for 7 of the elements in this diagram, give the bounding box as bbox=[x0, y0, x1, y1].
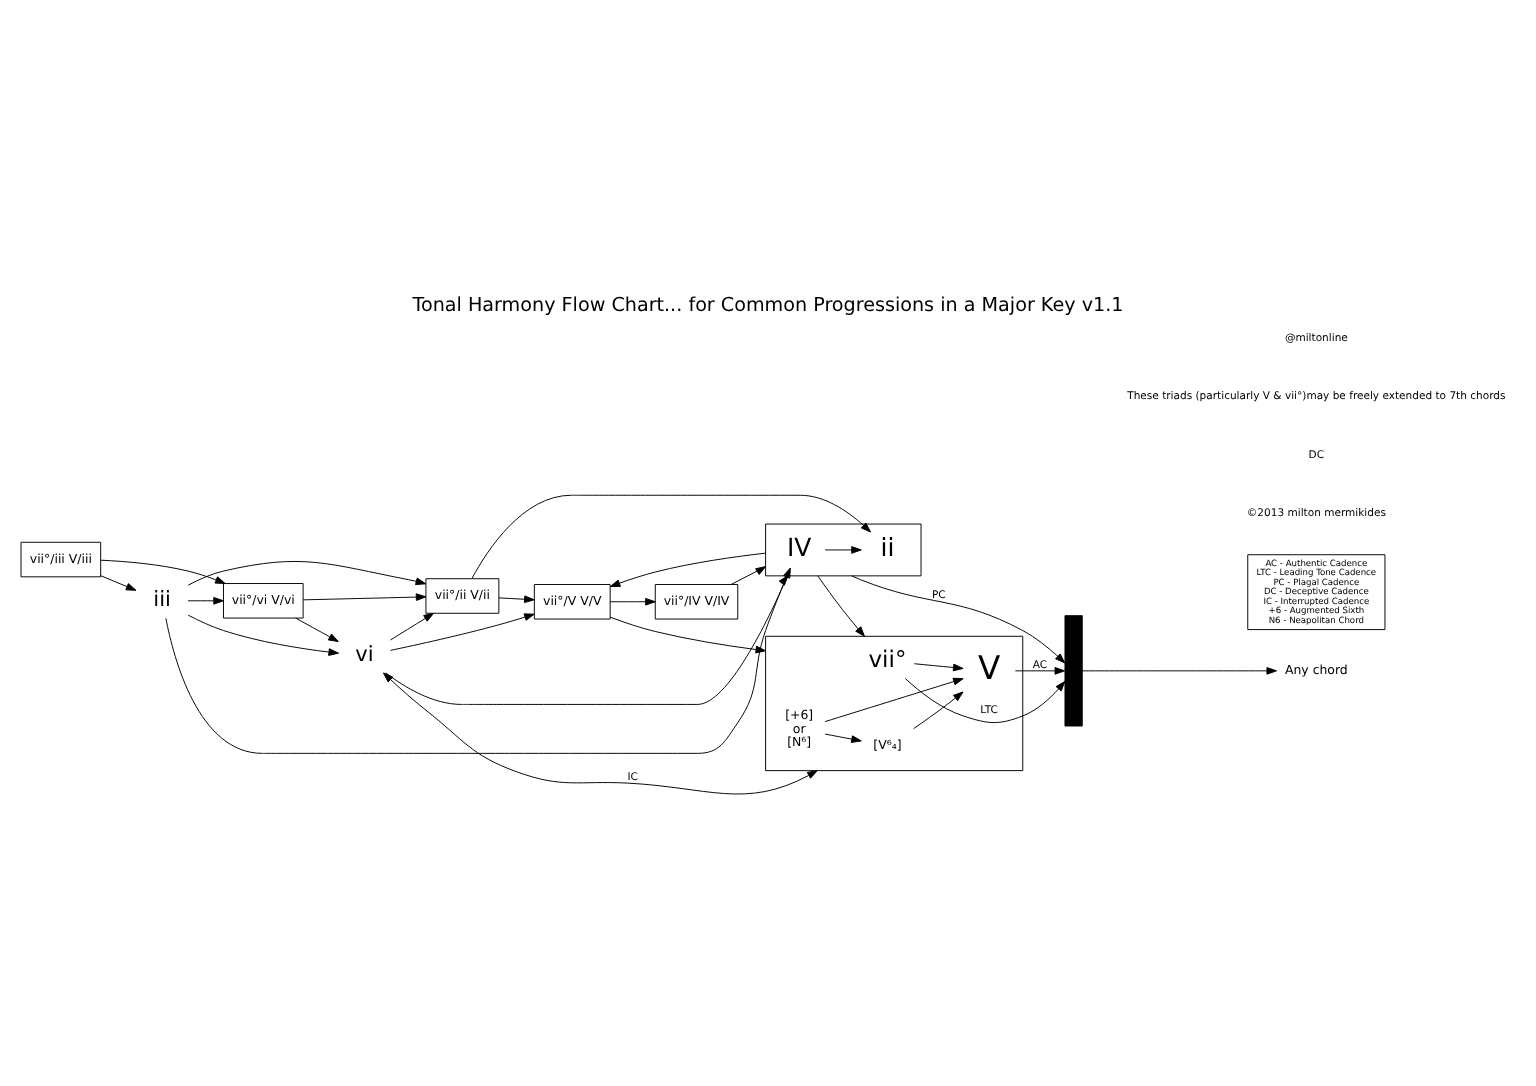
node-text: ii bbox=[880, 531, 895, 562]
node-text: iii bbox=[153, 588, 171, 613]
node-text: V bbox=[978, 649, 1001, 688]
diagram-title: Tonal Harmony Flow Chart... for Common Progressions in a Major Key v1.1 bbox=[412, 295, 1124, 318]
node-text: vii° bbox=[868, 645, 907, 674]
node-text: vi bbox=[355, 642, 374, 667]
node-text: IV bbox=[786, 531, 812, 562]
